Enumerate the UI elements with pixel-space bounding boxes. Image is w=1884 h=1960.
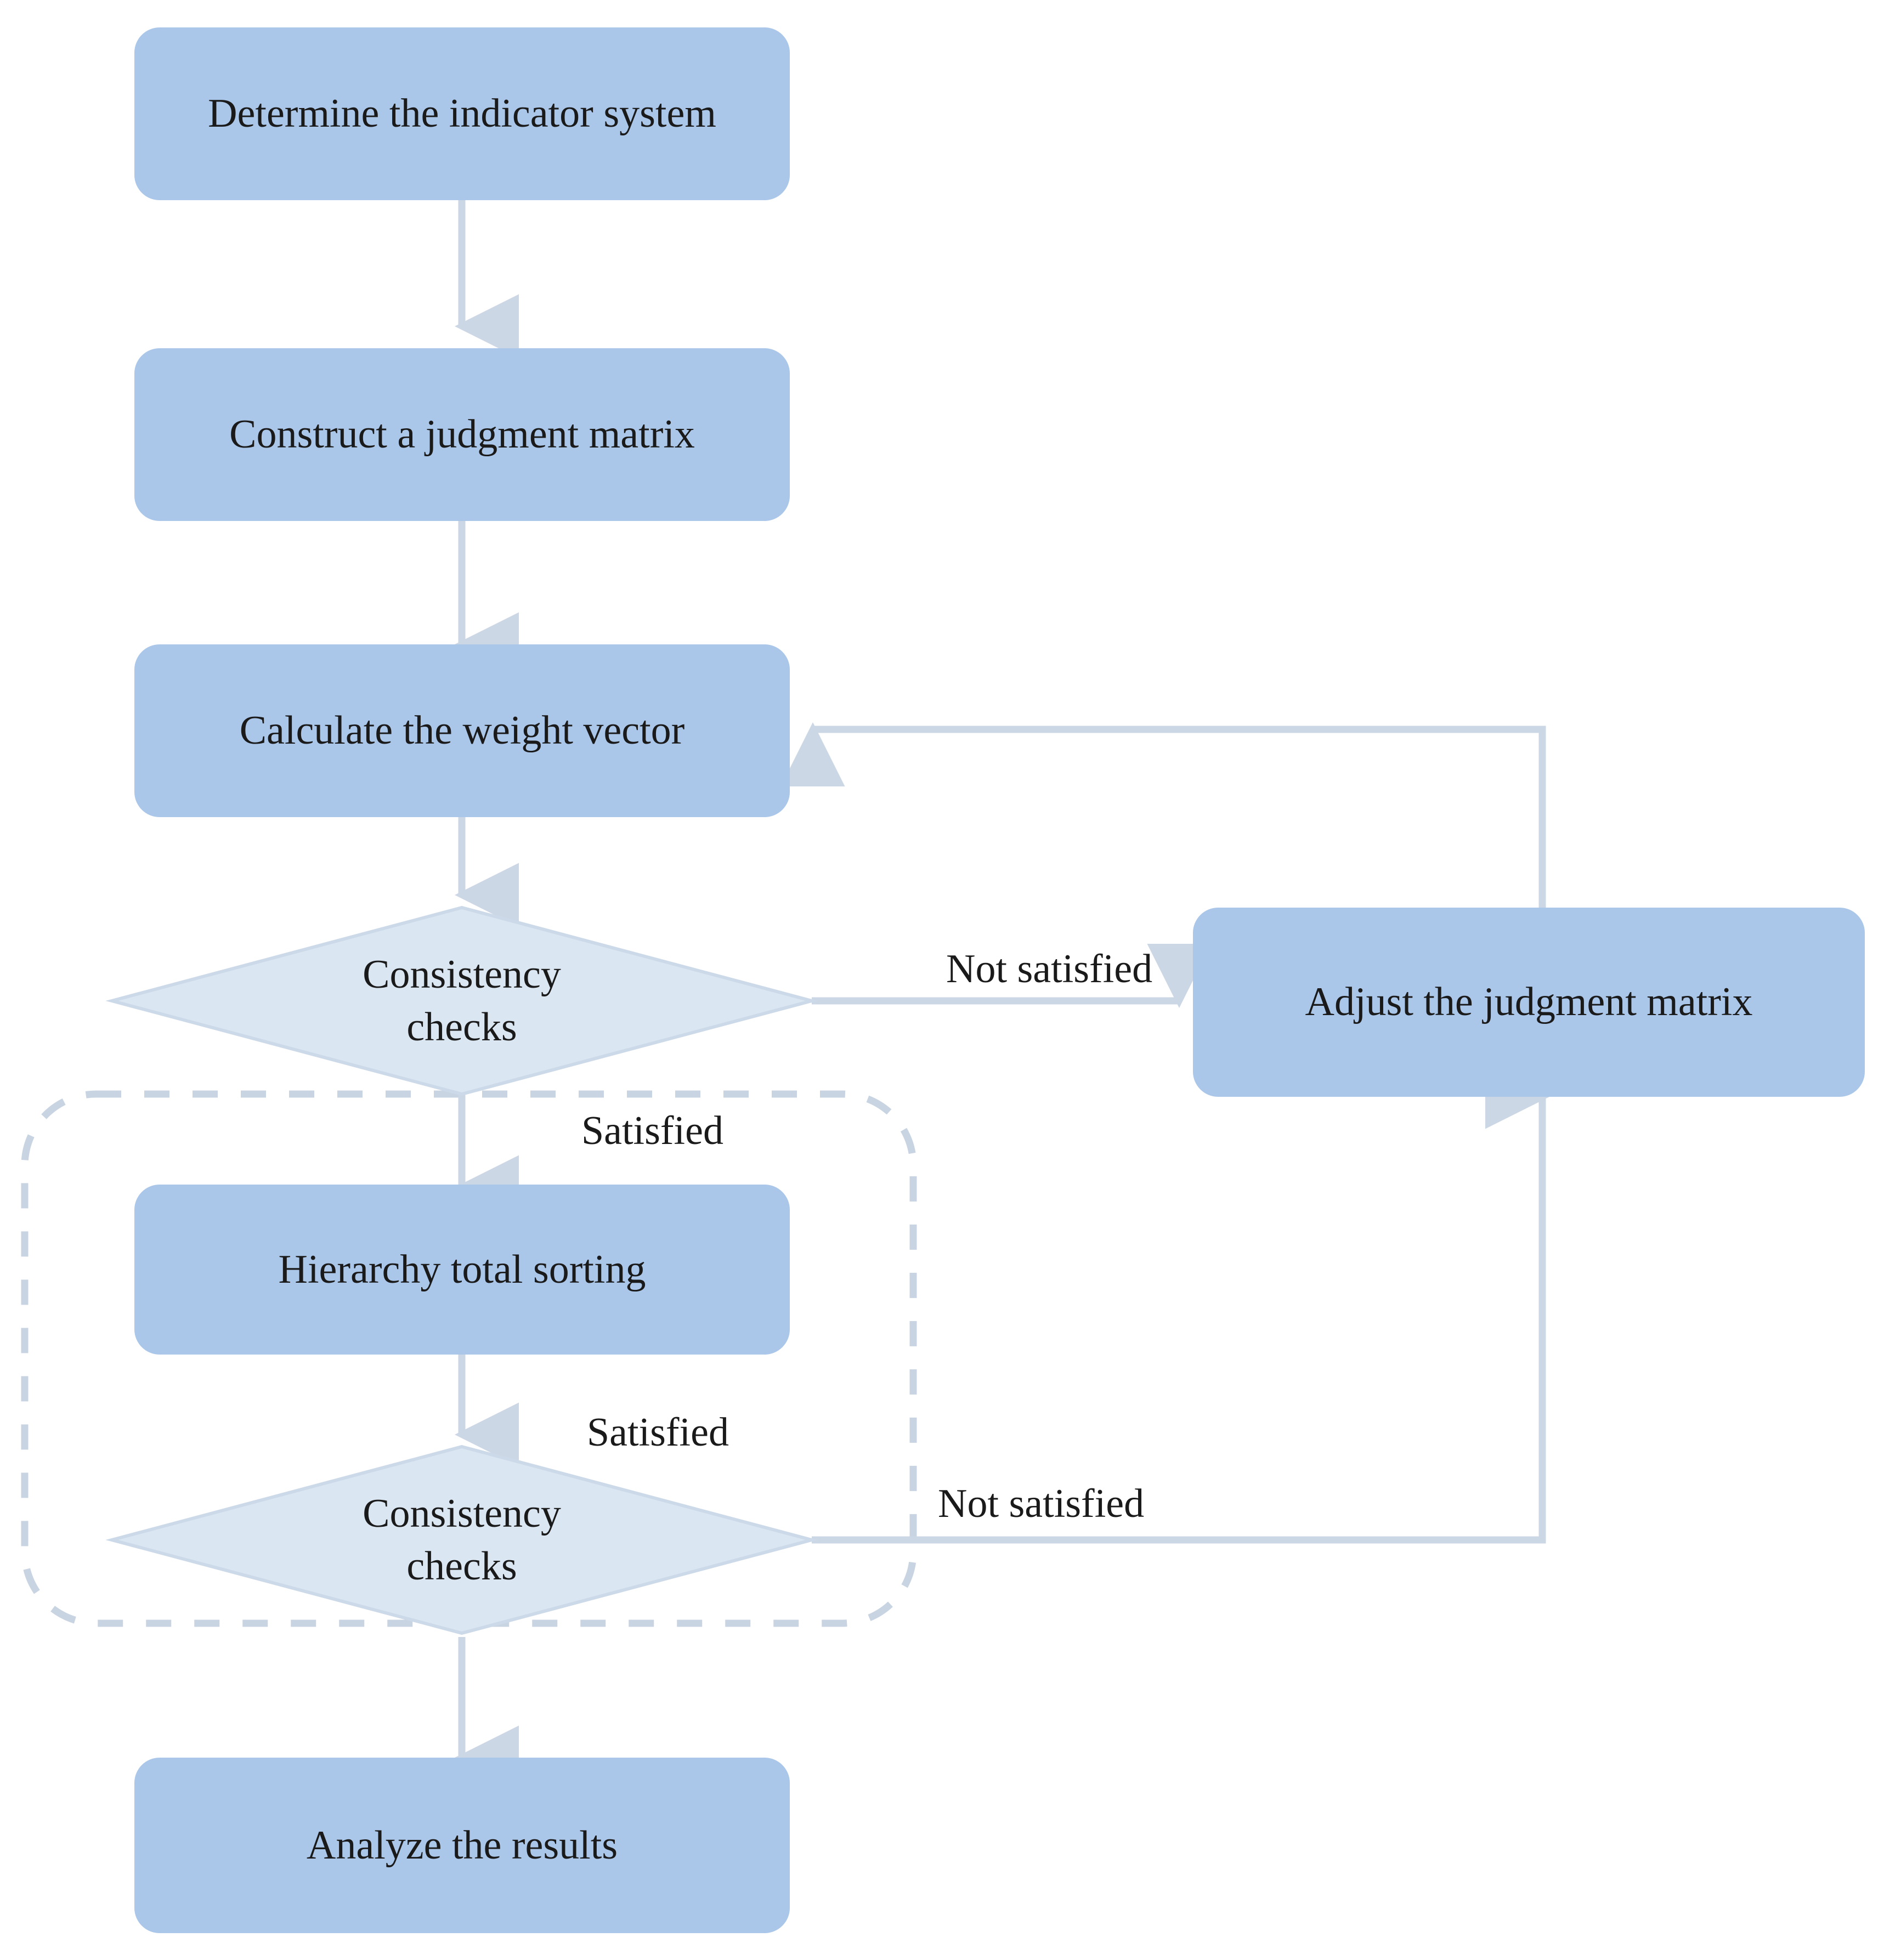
node-calculate-weight-vector[interactable]: Calculate the weight vector <box>134 644 790 817</box>
node-label-adjust-judgment-matrix: Adjust the judgment matrix <box>1305 979 1753 1025</box>
node-label-determine-indicator-system: Determine the indicator system <box>208 91 716 137</box>
edge-label-not-satisfied-bottom: Not satisfied <box>938 1481 1145 1526</box>
node-label-analyze-results: Analyze the results <box>306 1822 618 1868</box>
node-hierarchy-total-sorting[interactable]: Hierarchy total sorting <box>134 1185 790 1355</box>
edge-label-satisfied-top: Satisfied <box>581 1108 723 1153</box>
node-label-calculate-weight-vector: Calculate the weight vector <box>239 708 685 754</box>
node-label-construct-judgment-matrix: Construct a judgment matrix <box>229 412 695 457</box>
edge-adjust-to-calculate-feedback <box>780 722 1546 908</box>
node-adjust-judgment-matrix[interactable]: Adjust the judgment matrix <box>1193 908 1865 1097</box>
edge-label-not-satisfied-top: Not satisfied <box>946 947 1153 992</box>
node-label-hierarchy-total-sorting: Hierarchy total sorting <box>278 1247 646 1292</box>
decision-shape-consistency-checks-2 <box>105 1444 818 1635</box>
node-determine-indicator-system[interactable]: Determine the indicator system <box>134 27 790 200</box>
node-analyze-results[interactable]: Analyze the results <box>134 1758 790 1933</box>
decision-shape-consistency-checks-1 <box>105 905 818 1096</box>
node-construct-judgment-matrix[interactable]: Construct a judgment matrix <box>134 348 790 521</box>
edge-consistency2-to-adjust <box>812 1064 1549 1544</box>
edge-label-satisfied-bottom: Satisfied <box>587 1410 729 1455</box>
